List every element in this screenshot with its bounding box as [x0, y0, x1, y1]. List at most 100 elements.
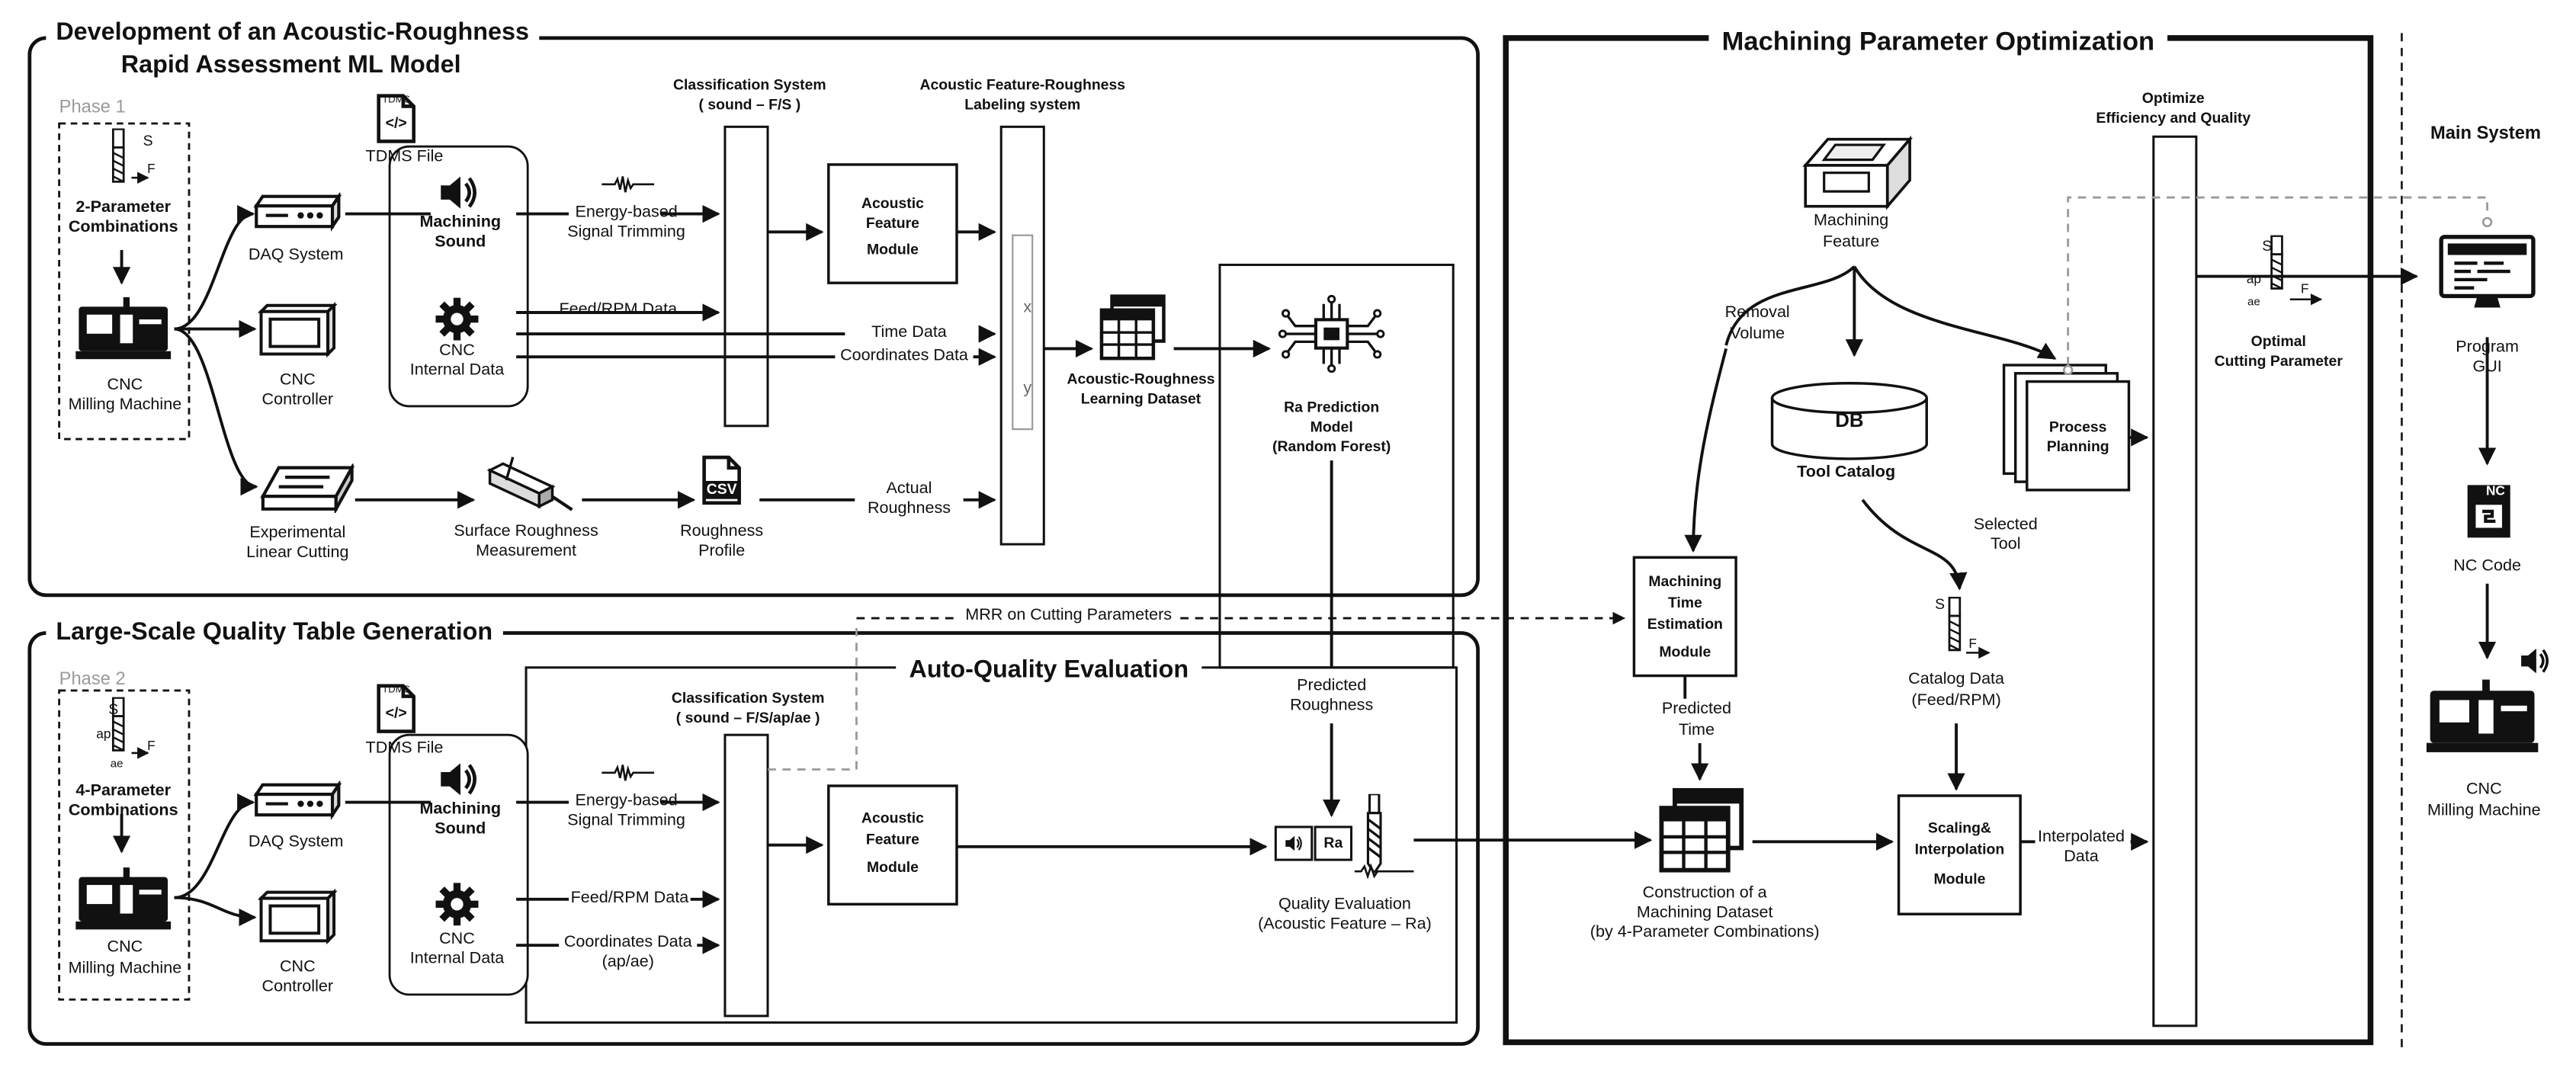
phase2-coord-line2: (ap/ae)	[601, 953, 654, 972]
surface-line1: Surface Roughness	[454, 522, 598, 541]
phase2-tdms-tag: TDMS	[382, 686, 411, 697]
machining-feature-line1: Machining	[1813, 212, 1889, 230]
interpolated-line2: Data	[2064, 848, 2099, 867]
phase2-cnc-line2: Milling Machine	[68, 960, 182, 979]
optimal-tool-ap: ap	[2246, 271, 2262, 287]
phase2-tool-f: F	[147, 738, 156, 754]
mte-line4: Module	[1659, 643, 1711, 661]
machining-feature-line2: Feature	[1822, 233, 1880, 252]
phase1-internal-line1: CNC	[439, 341, 475, 361]
phase2-energy-line1: Energy-based	[575, 792, 678, 811]
catalog-tool-s: S	[1935, 595, 1946, 613]
phase2-feed-rpm: Feed/RPM Data	[570, 889, 689, 908]
optimal-line2: Cutting Parameter	[2214, 352, 2343, 370]
gui-line2: GUI	[2472, 358, 2502, 377]
phase1-tdms-tag: TDMS	[382, 95, 411, 106]
phase1-controller-line1: CNC	[279, 371, 316, 390]
main-system-title: Main System	[2430, 123, 2541, 144]
nc-badge: NC	[2485, 483, 2505, 498]
phase1-frame	[58, 122, 191, 441]
removal-volume-line2: Volume	[1730, 325, 1785, 344]
phase1-label: Phase 1	[59, 98, 126, 117]
phase1-coord-data: Coordinates Data	[840, 347, 968, 365]
predicted-time-line1: Predicted	[1661, 700, 1731, 719]
phase1-acoustic-line2: Feature	[865, 214, 919, 232]
large-section-title: Large-Scale Quality Table Generation	[46, 617, 503, 648]
phase1-acoustic-line1: Acoustic	[861, 194, 924, 212]
predicted-time-line2: Time	[1678, 721, 1715, 740]
interpolated-line1: Interpolated	[2038, 828, 2125, 847]
phase1-code-tag: </>	[385, 114, 407, 131]
labeling-bar	[999, 125, 1045, 546]
phase1-cnc-line2: Milling Machine	[68, 396, 182, 415]
large-section-frame	[27, 631, 1480, 1046]
catalog-data-line2: (Feed/RPM)	[1911, 691, 2001, 710]
nc-code-label: NC Code	[2453, 557, 2521, 575]
phase2-coord-line1: Coordinates Data	[563, 933, 692, 952]
mte-line2: Time	[1667, 594, 1702, 611]
phase2-tool-ae: ae	[110, 758, 124, 771]
optimize-line2: Efficiency and Quality	[2096, 109, 2251, 127]
phase1-internal-line2: Internal Data	[409, 361, 505, 380]
phase2-sound-line2: Sound	[435, 820, 486, 838]
phase1-param-line2: Combinations	[68, 218, 178, 237]
gui-line1: Program	[2456, 338, 2519, 357]
actual-line1: Actual	[886, 479, 932, 498]
predicted-roughness-line1: Predicted	[1297, 677, 1367, 696]
tool-catalog-label: Tool Catalog	[1797, 463, 1896, 482]
ra-badge-box	[1314, 825, 1353, 861]
surface-line2: Measurement	[476, 542, 576, 561]
dev-section-frame	[27, 36, 1480, 598]
axis-y-label: y	[1023, 380, 1032, 398]
ra-model-line3: (Random Forest)	[1272, 438, 1391, 455]
phase2-param-line1: 4-Parameter	[75, 782, 172, 801]
phase2-daq-label: DAQ System	[248, 833, 344, 852]
scaling-module-box	[1897, 794, 2022, 915]
phase1-tool-s: S	[143, 132, 153, 149]
phase1-class-line1: Classification System	[672, 76, 826, 94]
phase1-linear-line1: Experimental	[249, 524, 346, 543]
mte-line1: Machining	[1648, 572, 1722, 590]
selected-tool-line1: Selected	[1973, 516, 2038, 534]
label-system-line1: Acoustic Feature-Roughness	[919, 76, 1126, 94]
phase2-param-line2: Combinations	[68, 802, 178, 821]
phase1-energy-line2: Signal Trimming	[567, 223, 685, 242]
phase1-source-panel	[388, 145, 529, 408]
scaling-line1: Scaling&	[1927, 819, 1991, 836]
process-planning-box	[2026, 380, 2131, 492]
ra-badge: Ra	[1323, 834, 1343, 851]
label-system-line2: Labeling system	[964, 96, 1081, 113]
phase1-cnc-line1: CNC	[107, 376, 143, 395]
opt-section-title: Machining Parameter Optimization	[1708, 27, 2168, 59]
phase1-classification-bar	[723, 125, 769, 428]
phase2-classification-bar	[723, 733, 769, 1018]
phase1-acoustic-module-box	[827, 163, 958, 284]
optimal-tool-ae: ae	[2247, 296, 2260, 309]
quality-eval-line2: (Acoustic Feature – Ra)	[1258, 915, 1432, 934]
phase2-label: Phase 2	[59, 669, 126, 690]
dataset-line2: Learning Dataset	[1080, 390, 1201, 407]
phase1-param-line1: 2-Parameter	[75, 198, 172, 217]
removal-volume-line1: Removal	[1724, 303, 1790, 322]
phase2-controller-line2: Controller	[261, 978, 334, 996]
phase2-class-line1: Classification System	[671, 689, 825, 707]
selected-tool-line2: Tool	[1991, 535, 2021, 554]
phase2-internal-line1: CNC	[439, 930, 475, 949]
phase2-energy-line2: Signal Trimming	[567, 812, 685, 830]
db-cylinder	[1770, 381, 1928, 415]
scaling-line2: Interpolation	[1914, 841, 2005, 857]
dev-section-title-1: Development of an Acoustic-Roughness	[46, 18, 539, 48]
mrr-label: MRR on Cutting Parameters	[965, 606, 1173, 625]
optimal-tool-s: S	[2262, 237, 2273, 255]
phase2-internal-line2: Internal Data	[409, 950, 505, 969]
catalog-data-line1: Catalog Data	[1908, 670, 2005, 689]
phase1-feed-rpm: Feed/RPM Data	[559, 300, 678, 319]
phase2-tool-ap: ap	[96, 726, 111, 742]
main-cnc-line2: Milling Machine	[2427, 802, 2541, 821]
phase1-acoustic-line3: Module	[866, 241, 919, 258]
phase2-sound-line1: Machining	[419, 800, 502, 819]
profile-line1: Roughness	[680, 522, 764, 541]
